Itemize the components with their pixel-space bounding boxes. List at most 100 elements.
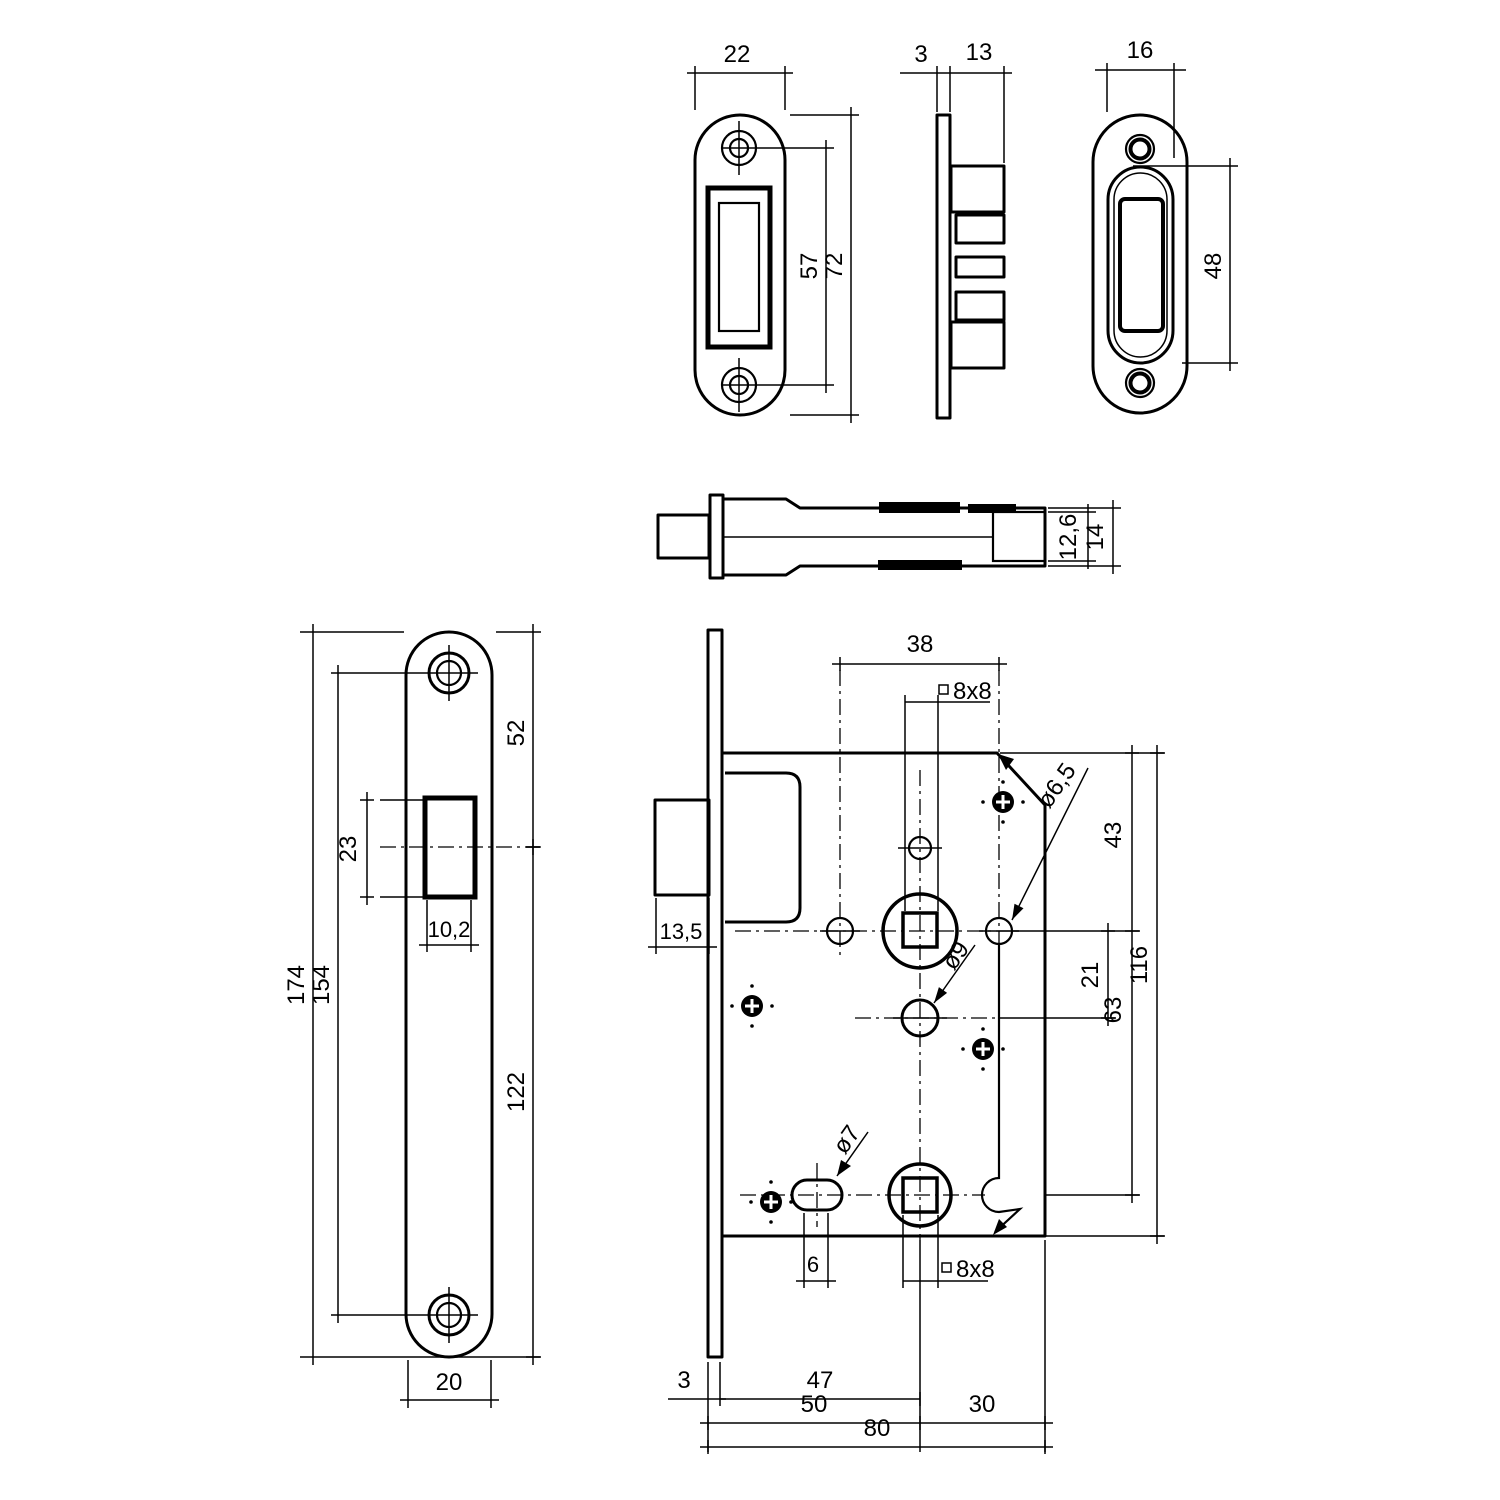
screw-top	[720, 121, 758, 175]
view-strike-side: 3 13	[900, 39, 1012, 420]
dim-dia-7: ø7	[828, 1120, 869, 1177]
strike-side-fin-2	[954, 255, 1006, 279]
dim-label-6: 6	[807, 1252, 819, 1277]
spindle-square-top	[901, 911, 939, 949]
screw-bottom	[720, 358, 758, 412]
strike-side-fin-1	[954, 213, 1006, 245]
view-faceplate: 52 23 10,2 174 154 122 20	[283, 624, 545, 1408]
square-symbol-icon	[938, 684, 949, 695]
dim-label-13: 13	[966, 39, 993, 66]
dim-label-3: 3	[914, 41, 927, 68]
dim-label-10-2: 10,2	[428, 917, 471, 942]
square-symbol-icon	[941, 1262, 952, 1273]
dim-label-43: 43	[1100, 822, 1127, 849]
dim-label-dia-9: ø9	[937, 936, 975, 974]
dim-label-48: 48	[1200, 253, 1227, 280]
faceplate-outline	[404, 630, 494, 1359]
dim-23: 23	[335, 792, 424, 905]
strike-side-fin-3	[954, 290, 1006, 322]
view-lock-case: 38 8x8 43 63 21 116 ø6,5 ø9	[648, 628, 1165, 1454]
spindle-follower-top	[881, 892, 959, 970]
oval-screw-hole-bottom	[1124, 367, 1156, 399]
spindle-follower-bottom	[887, 1162, 953, 1228]
dim-label-30: 30	[969, 1391, 996, 1418]
dim-label-52: 52	[503, 720, 530, 747]
dim-label-80: 80	[864, 1415, 891, 1442]
bolt-magnet-strip-top-1	[879, 502, 960, 513]
screw-black-1	[981, 780, 1025, 824]
strike-side-body-top	[949, 164, 1006, 214]
dim-20: 20	[400, 1360, 499, 1408]
dim-label-13-5: 13,5	[660, 919, 703, 944]
dim-22: 22	[687, 41, 793, 110]
magnet-oval-outer	[1106, 165, 1175, 365]
case-faceplate	[706, 628, 724, 1359]
dim-dia-9: ø9	[933, 936, 976, 1004]
dim-57: 57	[757, 140, 834, 393]
dim-label-14: 14	[1082, 524, 1109, 551]
dim-label-57: 57	[796, 253, 823, 280]
oval-plate-outline	[1091, 113, 1189, 415]
dim-label-174: 174	[283, 965, 310, 1005]
dim-label-116: 116	[1126, 946, 1153, 984]
dim-10-2: 10,2	[419, 900, 479, 952]
dim-label-72: 72	[821, 253, 848, 280]
dim-label-47: 47	[807, 1367, 834, 1394]
dim-72: 72	[790, 107, 859, 423]
bolt-tip	[656, 513, 711, 560]
bolt-magnet-strip-top-2	[968, 504, 1016, 513]
dim-50-30: 50 30	[700, 1391, 1053, 1430]
case-outline	[722, 751, 1047, 1238]
dim-label-22: 22	[724, 41, 751, 68]
dim-label-8x8-bottom: 8x8	[956, 1256, 995, 1283]
oval-screw-hole-top	[1124, 133, 1156, 165]
dim-label-12-6: 12,6	[1055, 514, 1082, 561]
dim-12-6: 12,6	[1048, 504, 1096, 569]
dim-48: 48	[1133, 158, 1238, 371]
dim-8x8-bottom: 8x8	[902, 1215, 995, 1288]
strike-plate-outline	[693, 113, 787, 417]
bolt-magnet-strip-bottom	[878, 560, 962, 570]
dim-47: 47	[720, 1367, 921, 1406]
view-bolt-side: 12,6 14	[656, 493, 1121, 580]
view-strike-front: 22 57 72	[687, 41, 859, 423]
case-latch-bolt	[653, 798, 711, 897]
dim-154: 154	[308, 665, 478, 1323]
hole-cross-left	[820, 916, 860, 946]
screw-black-2	[730, 984, 774, 1028]
bolt-flange	[708, 493, 725, 580]
magnet-oval-inner	[1113, 172, 1168, 358]
magnet-core	[1118, 197, 1165, 333]
strike-side-plate	[935, 113, 952, 420]
strike-latch-window	[705, 185, 773, 350]
dim-6: 6	[796, 1213, 836, 1288]
dim-38: 38	[832, 631, 1007, 671]
dim-13-5: 13,5	[648, 898, 717, 954]
dim-label-20: 20	[436, 1369, 463, 1396]
case-latch-body	[725, 771, 802, 924]
screw-black-4	[749, 1180, 793, 1224]
dim-label-23: 23	[335, 836, 362, 863]
dim-label-21: 21	[1077, 962, 1104, 989]
dim-label-dia-6-5: ø6,5	[1032, 758, 1082, 813]
dim-174: 174	[283, 624, 541, 1365]
dim-14: 14	[1048, 500, 1121, 574]
dim-label-122: 122	[503, 1072, 530, 1112]
dim-80: 80	[700, 1415, 1053, 1454]
screw-black-3	[961, 1027, 1005, 1071]
dim-16: 16	[1095, 37, 1186, 158]
dim-116: 116	[1126, 745, 1164, 1244]
dim-122: 122	[503, 839, 540, 1365]
release-notch	[980, 944, 1024, 1235]
dim-label-3-bottom: 3	[677, 1367, 690, 1394]
notch-arrow-icon	[993, 1219, 1007, 1235]
dim-43-63: 43 63	[1100, 745, 1139, 1203]
strike-side-body-bottom	[949, 320, 1006, 370]
dim-52: 52	[496, 624, 541, 855]
dim-label-154: 154	[308, 965, 335, 1005]
dim-3-bottom: 3	[668, 1362, 726, 1452]
oval-slot	[790, 1178, 844, 1212]
dim-label-dia-7: ø7	[828, 1120, 866, 1158]
dim-label-50: 50	[801, 1391, 828, 1418]
